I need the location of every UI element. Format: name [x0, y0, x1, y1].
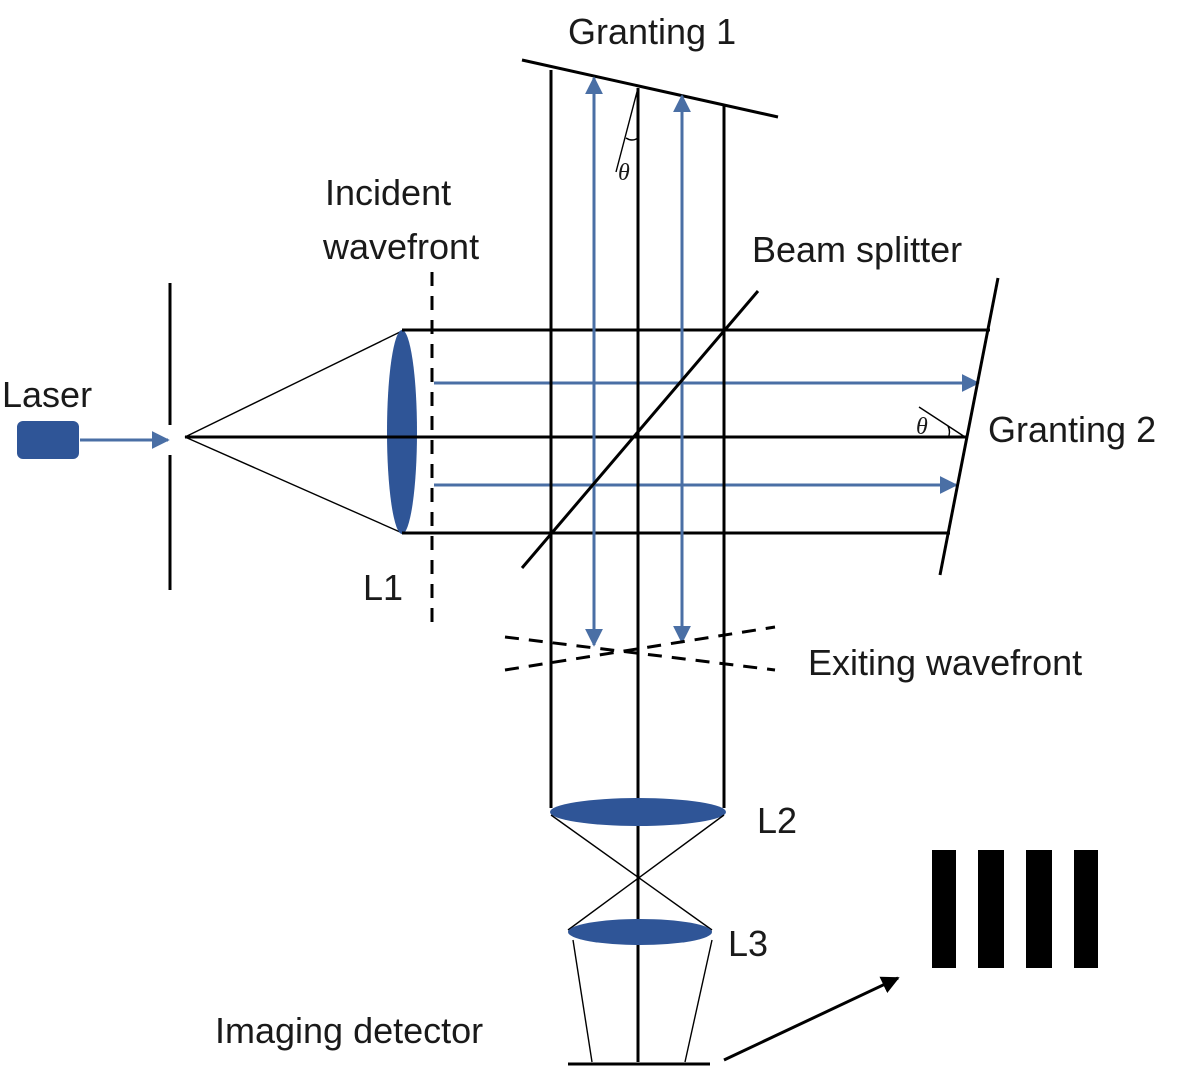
grating1-normal: [615, 87, 639, 173]
grating-2: [938, 277, 1000, 576]
grating-1: [521, 58, 779, 119]
cone-upper: [184, 331, 401, 438]
label-incident-2: wavefront: [322, 226, 479, 267]
lens-l1: [387, 330, 417, 534]
fringe-dark-2: [978, 850, 1004, 968]
l2-l3-ray-b: [567, 814, 725, 931]
label-beam-splitter: Beam splitter: [752, 229, 962, 270]
l3-detector-ray-right: [684, 939, 713, 1063]
fringe-dark-1: [932, 850, 956, 968]
lens-l2: [550, 798, 726, 826]
exiting-wavefront-line-b: [504, 625, 776, 672]
laser-source: [17, 421, 79, 459]
label-grating-2: Granting 2: [988, 409, 1156, 450]
label-l2: L2: [757, 800, 797, 841]
beam-splitter: [520, 290, 760, 569]
fringe-dark-3: [1026, 850, 1052, 968]
grating2-normal: [918, 406, 966, 438]
label-incident-1: Incident: [325, 172, 451, 213]
detector-to-fringes-arrow: [723, 976, 900, 1062]
grating1-angle-arc: [625, 137, 639, 141]
l3-detector-ray-left: [572, 939, 593, 1063]
label-l1: L1: [363, 567, 403, 608]
theta-top-label: θ: [618, 160, 630, 186]
label-l3: L3: [728, 923, 768, 964]
fringe-pattern: [932, 850, 1098, 968]
exiting-wavefront-line-a: [504, 635, 776, 672]
label-exiting-wavefront: Exiting wavefront: [808, 642, 1082, 683]
label-laser: Laser: [2, 374, 92, 415]
grating2-angle-arc: [947, 425, 951, 439]
l2-l3-ray-a: [550, 814, 713, 931]
cone-lower: [184, 436, 401, 533]
theta-right-label: θ: [916, 414, 928, 440]
label-grating-1: Granting 1: [568, 11, 736, 52]
fringe-dark-4: [1074, 850, 1098, 968]
lens-l3: [568, 919, 712, 945]
label-imaging-detector: Imaging detector: [215, 1010, 483, 1051]
